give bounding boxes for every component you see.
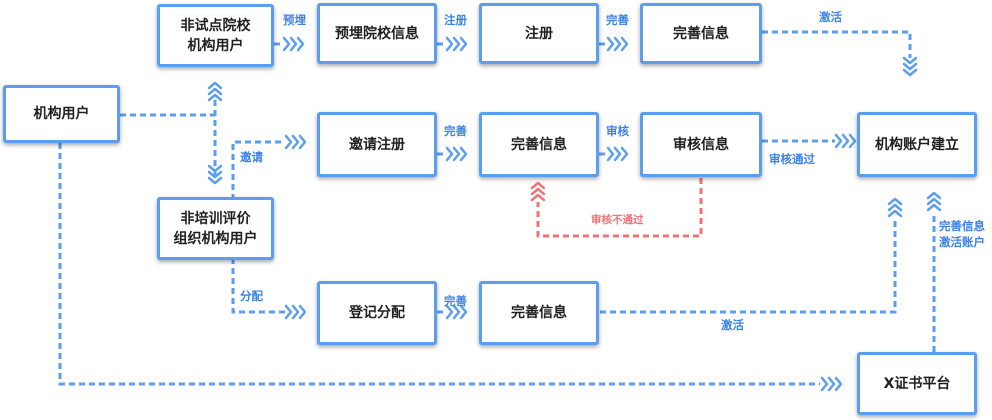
edge-label-shenhe: 审核 [606, 124, 629, 138]
edge-label-jihuo-top: 激活 [819, 10, 842, 24]
edge-label-shenhe-tongguo: 审核通过 [769, 152, 815, 166]
chevron-right-icon [834, 133, 857, 149]
chevron-right-icon [606, 36, 629, 52]
connector-jihuo-bottom [600, 218, 897, 314]
edge-label-wanshan-top: 完善 [606, 13, 629, 27]
edge-label-yumai: 预埋 [283, 13, 306, 27]
chevron-up-icon [887, 197, 903, 218]
connector-yaoqing [231, 140, 285, 200]
node-label: 邀请注册 [349, 136, 405, 153]
edge-label-wanshan-jihuo: 完善信息 激活账户 [939, 219, 985, 249]
node-yaoqing-zhuce: 邀请注册 [317, 112, 437, 177]
node-label: 完善信息 [511, 305, 567, 321]
node-wanshan-top: 完善信息 [640, 3, 762, 64]
edge-label-shenhe-butongguo: 审核不通过 [591, 214, 644, 226]
chevron-down-icon [207, 164, 223, 185]
chevron-up-icon [926, 191, 942, 212]
connector-jihuo-top [762, 30, 912, 58]
node-label: 审核信息 [673, 136, 729, 153]
connector-fenpei [231, 258, 285, 314]
node-label: 登记分配 [349, 305, 405, 321]
node-label: 注册 [525, 25, 553, 42]
edge-label-yaoqing: 邀请 [240, 150, 263, 164]
node-fei-shidian: 非试点院校 机构用户 [157, 4, 274, 67]
chevron-right-icon [445, 304, 468, 320]
chevron-right-icon [284, 134, 307, 150]
node-wanshan-bottom: 完善信息 [479, 281, 599, 345]
node-label: 完善信息 [673, 25, 729, 42]
node-fei-peixun: 非培训评价 组织机构用户 [157, 197, 274, 260]
node-label: 机构账户建立 [875, 136, 959, 153]
connector-shenhe-butongguo [536, 178, 703, 238]
edge-label-zhuce: 注册 [444, 13, 467, 27]
node-label: 预埋院校信息 [335, 25, 419, 42]
chevron-right-icon [820, 376, 843, 392]
chevron-right-icon [284, 304, 307, 320]
node-zhuce: 注册 [479, 3, 599, 64]
node-dengji-fenpei: 登记分配 [317, 281, 437, 345]
edge-label-wanshan-mid: 完善 [444, 124, 467, 138]
node-yumai: 预埋院校信息 [317, 3, 437, 64]
chevron-right-icon [445, 146, 468, 162]
chevron-down-icon [902, 56, 918, 77]
edge-label-wanshan-bottom: 完善 [444, 294, 467, 308]
node-label: 非培训评价 组织机构用户 [173, 210, 258, 247]
node-label: 机构用户 [33, 106, 90, 122]
edge-label-jihuo-bottom: 激活 [721, 318, 744, 332]
chevron-up-icon [530, 181, 546, 202]
chevron-right-icon [445, 36, 468, 52]
node-jigou-zhanghu: 机构账户建立 [857, 112, 977, 177]
connector-user-to-x [58, 143, 820, 386]
node-label: 非试点院校 机构用户 [180, 17, 251, 54]
edge-label-fenpei: 分配 [240, 289, 263, 303]
chevron-up-icon [207, 81, 223, 102]
node-jigou-yonghu: 机构用户 [3, 85, 120, 143]
node-x-pingtai: X证书平台 [857, 352, 977, 415]
chevron-right-icon [282, 36, 305, 52]
node-label: X证书平台 [883, 375, 951, 392]
node-shenhe: 审核信息 [640, 112, 762, 177]
node-label: 完善信息 [511, 136, 567, 153]
node-wanshan-mid: 完善信息 [479, 112, 599, 177]
chevron-right-icon [606, 146, 629, 162]
